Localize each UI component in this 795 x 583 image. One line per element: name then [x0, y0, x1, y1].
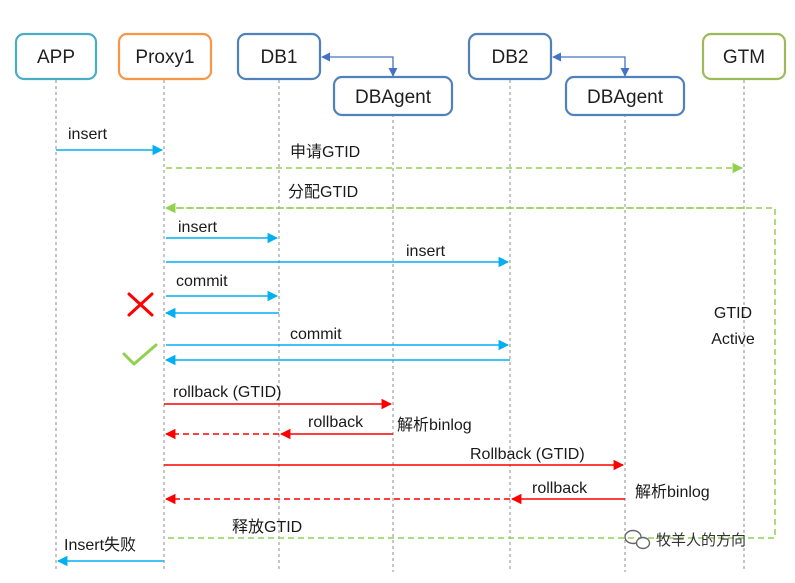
participant-dbagent2: DBAgent	[564, 75, 686, 117]
msg-commit-db2-label: commit	[290, 326, 342, 343]
watermark: 牧羊人的方向	[624, 529, 746, 550]
msg-assign-gtid-label: 分配GTID	[288, 183, 358, 201]
msg-insert-db1-label: insert	[178, 219, 218, 236]
wechat-icon	[624, 529, 651, 550]
participant-dbagent1-label: DBAgent	[355, 87, 432, 108]
participant-dbagent2-label: DBAgent	[587, 87, 664, 108]
msg-rollback-gtid-2-label: Rollback (GTID)	[470, 446, 585, 463]
participant-db2: DB2	[467, 32, 553, 81]
msg-rollback-2-label: rollback	[532, 480, 588, 497]
msg-parse-binlog-1-label: 解析binlog	[397, 416, 472, 434]
db-agent-links	[321, 52, 630, 77]
gtid-active-label-line1: GTID	[714, 305, 752, 322]
gtid-active-label-line2: Active	[711, 331, 755, 348]
participant-proxy1-label: Proxy1	[135, 47, 194, 68]
participant-db1-label: DB1	[261, 47, 298, 68]
participant-app-label: APP	[37, 47, 75, 68]
msg-rollback-1-label: rollback	[308, 414, 364, 431]
db1-agent-link	[321, 52, 398, 77]
msg-release-gtid-label: 释放GTID	[232, 518, 302, 536]
msg-rollback-gtid-1-label: rollback (GTID)	[173, 384, 281, 401]
msg-commit-db1-label: commit	[176, 273, 228, 290]
participant-db1: DB1	[236, 32, 322, 81]
msg-insert-db2-label: insert	[406, 243, 446, 260]
msg-app-insert-label: insert	[68, 126, 108, 143]
participant-dbagent1: DBAgent	[332, 75, 454, 117]
messages: insert 申请GTID 分配GTID insert insert commi…	[56, 126, 744, 567]
cross-icon	[127, 292, 154, 317]
msg-insert-failed-label: Insert失败	[64, 536, 136, 554]
msg-apply-gtid-label: 申请GTID	[290, 143, 360, 161]
db2-agent-link	[552, 52, 630, 77]
msg-parse-binlog-2-label: 解析binlog	[635, 483, 710, 501]
check-icon	[122, 343, 158, 366]
watermark-text: 牧羊人的方向	[656, 531, 746, 549]
lifelines	[55, 80, 745, 572]
participant-gtm: GTM	[701, 32, 787, 81]
participant-app: APP	[14, 32, 98, 81]
participants: APP Proxy1 DB1 DBAgent DB2 DBAgent GTM	[14, 32, 787, 117]
participant-gtm-label: GTM	[723, 47, 765, 68]
participant-db2-label: DB2	[492, 47, 529, 68]
participant-proxy1: Proxy1	[117, 32, 213, 81]
